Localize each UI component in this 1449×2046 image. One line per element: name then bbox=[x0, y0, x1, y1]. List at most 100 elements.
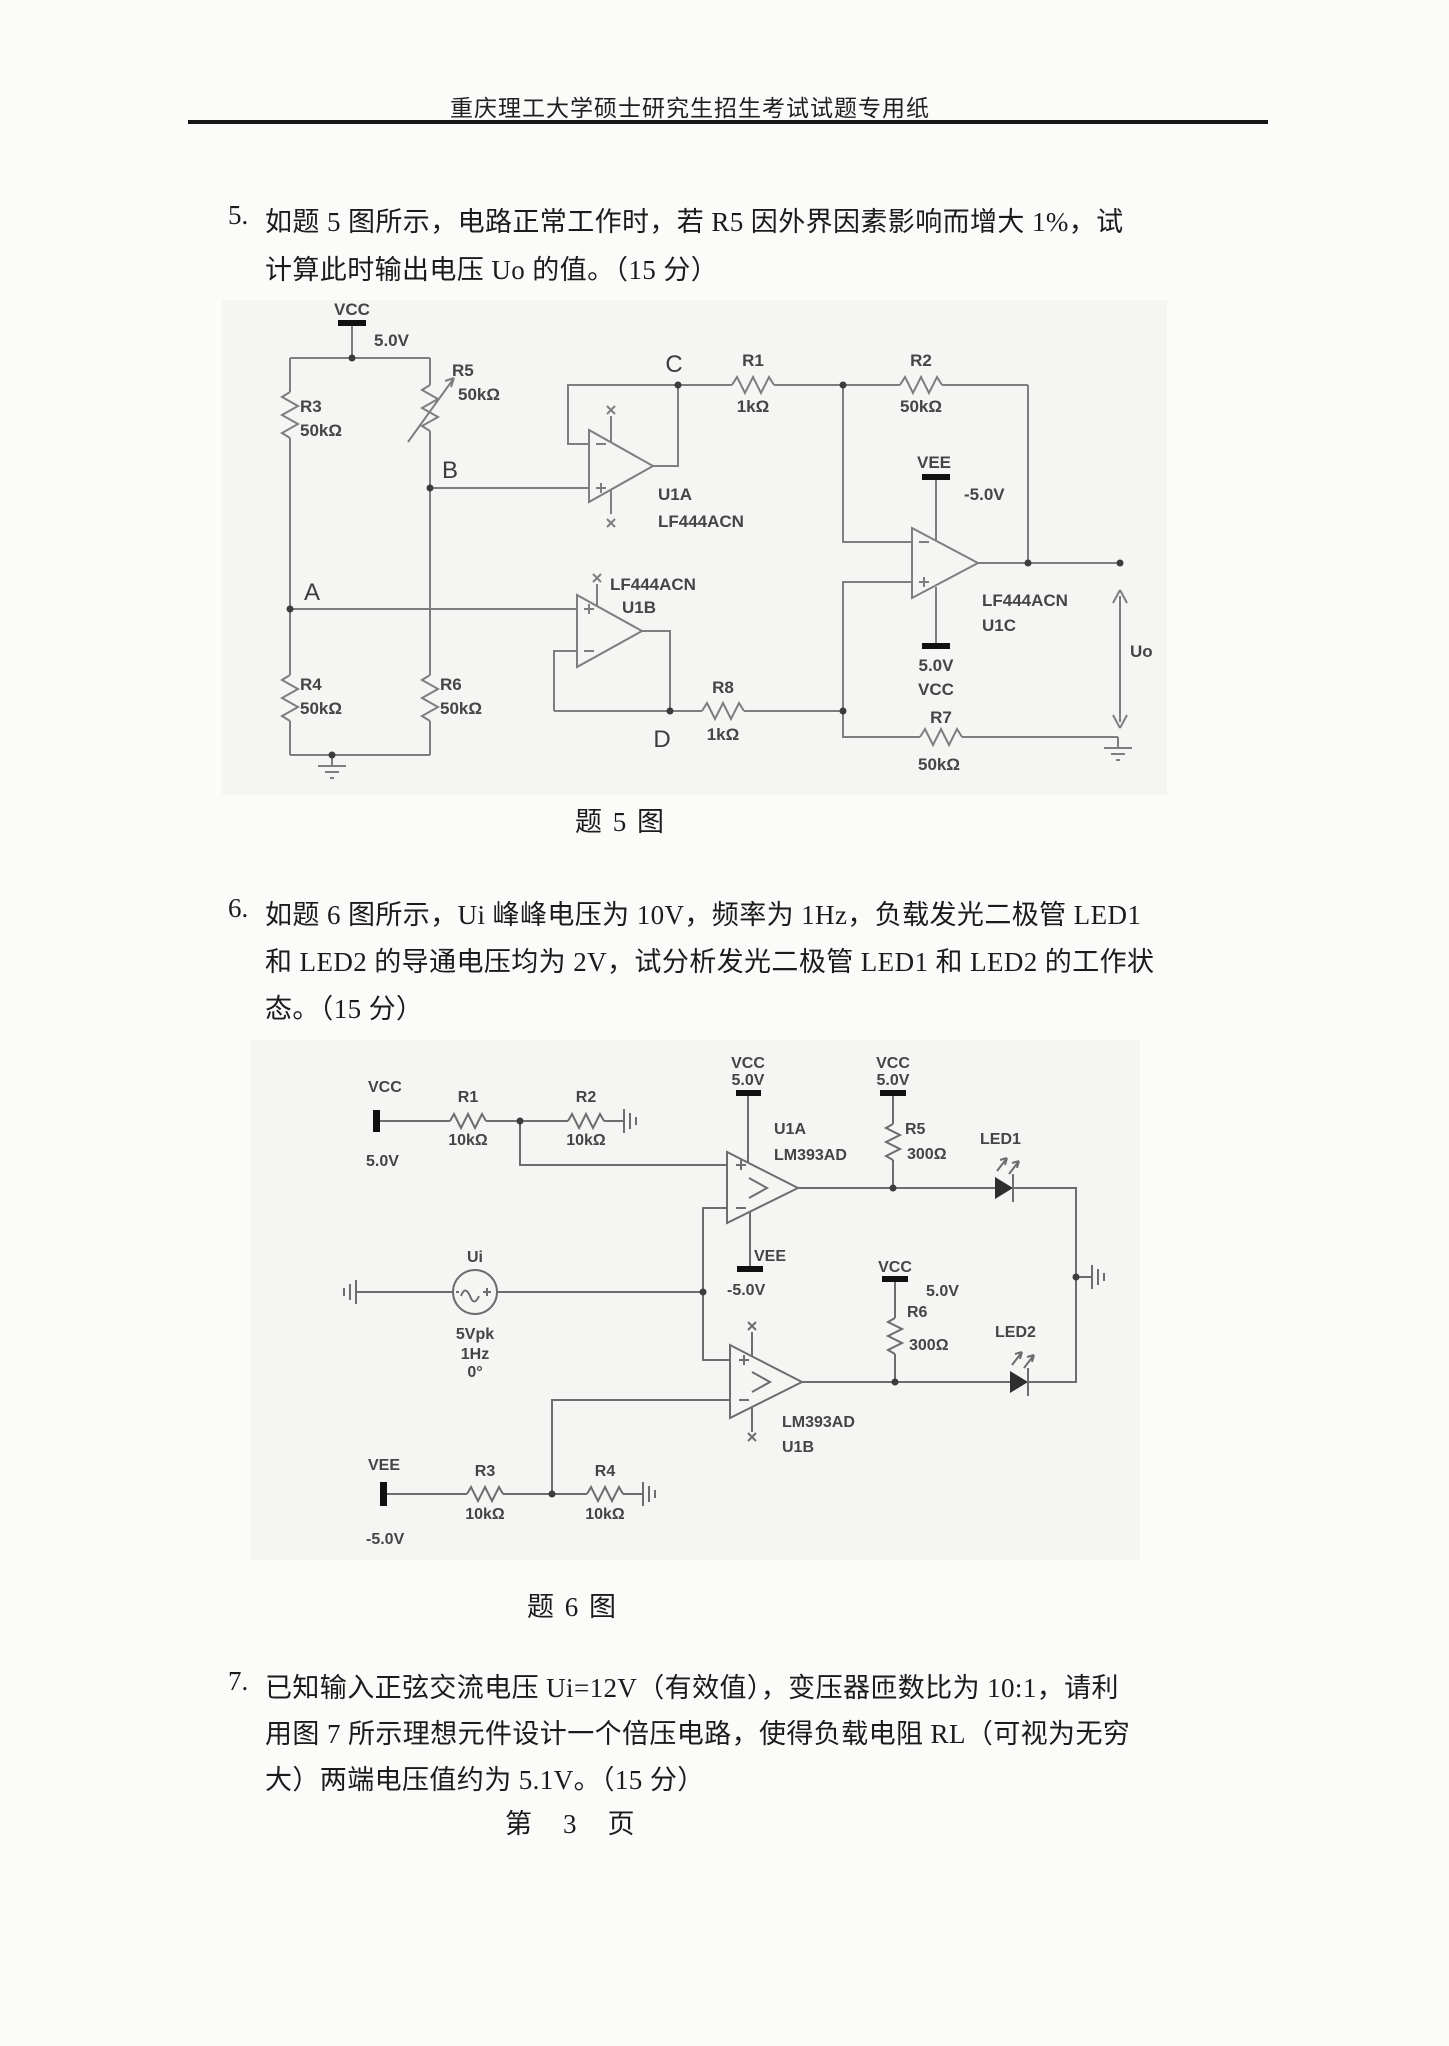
vcc-t-bar bbox=[338, 320, 366, 326]
vcc-label: VCC bbox=[876, 1055, 910, 1072]
vcc-value-bottom: 5.0V bbox=[919, 656, 955, 675]
r5-zigzag bbox=[419, 384, 441, 432]
r5-arrow bbox=[407, 377, 455, 443]
u1b-triangle bbox=[729, 1343, 805, 1420]
vcc-label: VCC bbox=[878, 1259, 912, 1276]
q6-figure-caption: 题 6 图 bbox=[527, 1592, 618, 1622]
q5-text-line1: 如题 5 图所示，电路正常工作时，若 R5 因外界因素影响而增大 1%，试 bbox=[265, 207, 1124, 237]
vcc-supply-r5: VCC 5.0V bbox=[876, 1055, 910, 1096]
q6-text-line2: 和 LED2 的导通电压均为 2V，试分析发光二极管 LED1 和 LED2 的… bbox=[265, 947, 1155, 977]
u1c-part-label: LF444ACN bbox=[982, 591, 1068, 610]
uo-arrow: Uo bbox=[1112, 589, 1153, 729]
q6-number: 6. bbox=[228, 893, 249, 923]
r7-value: 50kΩ bbox=[918, 755, 960, 774]
u1a-plus-pin bbox=[596, 483, 606, 493]
node-label-d: D bbox=[653, 726, 670, 753]
r2-zigzag bbox=[567, 1111, 605, 1131]
ground-symbol-mid-right bbox=[1091, 1265, 1105, 1289]
resistor-r1: R1 1kΩ bbox=[731, 351, 775, 416]
vee-supply-u1a: VEE -5.0V bbox=[727, 1248, 786, 1299]
u1b-label: U1B bbox=[782, 1439, 814, 1456]
page-number: 第 3 页 bbox=[505, 1809, 637, 1839]
wires bbox=[356, 1096, 1092, 1495]
r2-zigzag bbox=[899, 374, 943, 396]
u1a-triangle bbox=[588, 428, 656, 504]
vee-label: VEE bbox=[754, 1248, 786, 1265]
exam-paper-header: 重庆理工大学硕士研究生招生考试试题专用纸 bbox=[450, 96, 930, 121]
u1b-power-x-marks bbox=[747, 1321, 757, 1442]
r8-zigzag bbox=[701, 700, 745, 722]
r3-label: R3 bbox=[475, 1463, 496, 1480]
uo-double-arrow bbox=[1112, 589, 1128, 729]
resistor-r8: R8 1kΩ bbox=[701, 678, 745, 744]
resistor-r2: R2 10kΩ bbox=[566, 1089, 606, 1149]
vee-label: VEE bbox=[917, 453, 951, 472]
vee-value: -5.0V bbox=[727, 1282, 766, 1299]
ground-symbol-bottom-right bbox=[642, 1482, 656, 1506]
u1c-label: U1C bbox=[982, 616, 1016, 635]
ui-label: Ui bbox=[467, 1249, 483, 1266]
vee-t-bar bbox=[737, 1266, 763, 1272]
r7-label: R7 bbox=[930, 708, 952, 727]
ground-bars bbox=[318, 765, 346, 779]
resistor-r1: R1 10kΩ bbox=[448, 1089, 488, 1149]
led1-diode: LED1 bbox=[980, 1131, 1021, 1202]
q6-text-line3: 态。（15 分） bbox=[265, 994, 424, 1024]
q5-number: 5. bbox=[228, 200, 249, 230]
r4-label: R4 bbox=[595, 1463, 616, 1480]
vee-t-bar bbox=[922, 474, 950, 480]
q6-text-line1: 如题 6 图所示，Ui 峰峰电压为 10V，频率为 1Hz，负载发光二极管 LE… bbox=[265, 900, 1142, 930]
vee-value: -5.0V bbox=[366, 1531, 405, 1548]
q7-text-line3: 大）两端电压值约为 5.1V。（15 分） bbox=[265, 1765, 705, 1795]
led2-label: LED2 bbox=[995, 1324, 1036, 1341]
resistor-r2: R2 50kΩ bbox=[899, 351, 943, 416]
vcc-terminal-bar bbox=[373, 1110, 380, 1132]
junction-dots bbox=[516, 1117, 1080, 1498]
u1a-label: U1A bbox=[658, 485, 692, 504]
vcc-supply-r6: VCC 5.0V bbox=[878, 1259, 959, 1300]
ground-bars bbox=[623, 1109, 637, 1133]
r1-zigzag bbox=[731, 374, 775, 396]
node-label-c: C bbox=[665, 351, 682, 378]
r8-value: 1kΩ bbox=[707, 725, 740, 744]
ground-symbol-right bbox=[1104, 747, 1132, 761]
r3-zigzag bbox=[279, 391, 301, 439]
vcc-supply-u1a: VCC 5.0V bbox=[731, 1055, 765, 1096]
r5-value: 300Ω bbox=[907, 1146, 947, 1163]
led2-diode: LED2 bbox=[995, 1324, 1036, 1396]
r7-zigzag bbox=[919, 726, 963, 748]
u1a-label: U1A bbox=[774, 1121, 806, 1138]
circuit-diagram-q6: VCC 5.0V R1 10kΩ R2 10kΩ U1A LM393AD VCC… bbox=[250, 1040, 1140, 1560]
q7-number: 7. bbox=[228, 1666, 249, 1696]
vee-terminal-bar bbox=[380, 1482, 387, 1506]
led1-emission-arrows bbox=[996, 1157, 1020, 1175]
resistor-r5-variable: R5 50kΩ bbox=[407, 361, 500, 443]
u1b-part-label: LF444ACN bbox=[610, 575, 696, 594]
q7-text-line1: 已知输入正弦交流电压 Ui=12V（有效值），变压器匝数比为 10:1，请利 bbox=[265, 1673, 1119, 1703]
circuit-diagram-q5: VCC 5.0V R3 50kΩ R5 50kΩ R4 50kΩ R6 50kΩ… bbox=[222, 300, 1167, 795]
resistor-r4: R4 10kΩ bbox=[585, 1463, 625, 1523]
u1b-power-x-mark bbox=[592, 573, 602, 606]
ground-symbol-top-right bbox=[623, 1109, 637, 1133]
r4-zigzag bbox=[586, 1484, 624, 1504]
comparator-u1b: LM393AD U1B bbox=[729, 1321, 855, 1456]
r5-label: R5 bbox=[452, 361, 474, 380]
vee-source-left: VEE -5.0V bbox=[366, 1457, 405, 1548]
r5-label: R5 bbox=[905, 1121, 926, 1138]
u1a-plus-pin bbox=[736, 1160, 746, 1170]
resistor-r3: R3 50kΩ bbox=[279, 391, 342, 440]
u1c-triangle bbox=[911, 526, 981, 600]
header-rule bbox=[188, 120, 1268, 124]
wires bbox=[289, 326, 1120, 766]
ui-frequency: 1Hz bbox=[461, 1346, 489, 1363]
ground-bars bbox=[1091, 1265, 1105, 1289]
r1-label: R1 bbox=[742, 351, 764, 370]
resistor-r4: R4 50kΩ bbox=[279, 674, 342, 722]
r6-label: R6 bbox=[907, 1304, 928, 1321]
vee-supply-u1c: VEE -5.0V bbox=[917, 453, 1005, 504]
ground-bars bbox=[343, 1280, 357, 1304]
r3-label: R3 bbox=[300, 397, 322, 416]
r2-value: 10kΩ bbox=[566, 1132, 606, 1149]
u1a-part-label: LM393AD bbox=[774, 1147, 847, 1164]
ground-bars bbox=[642, 1482, 656, 1506]
